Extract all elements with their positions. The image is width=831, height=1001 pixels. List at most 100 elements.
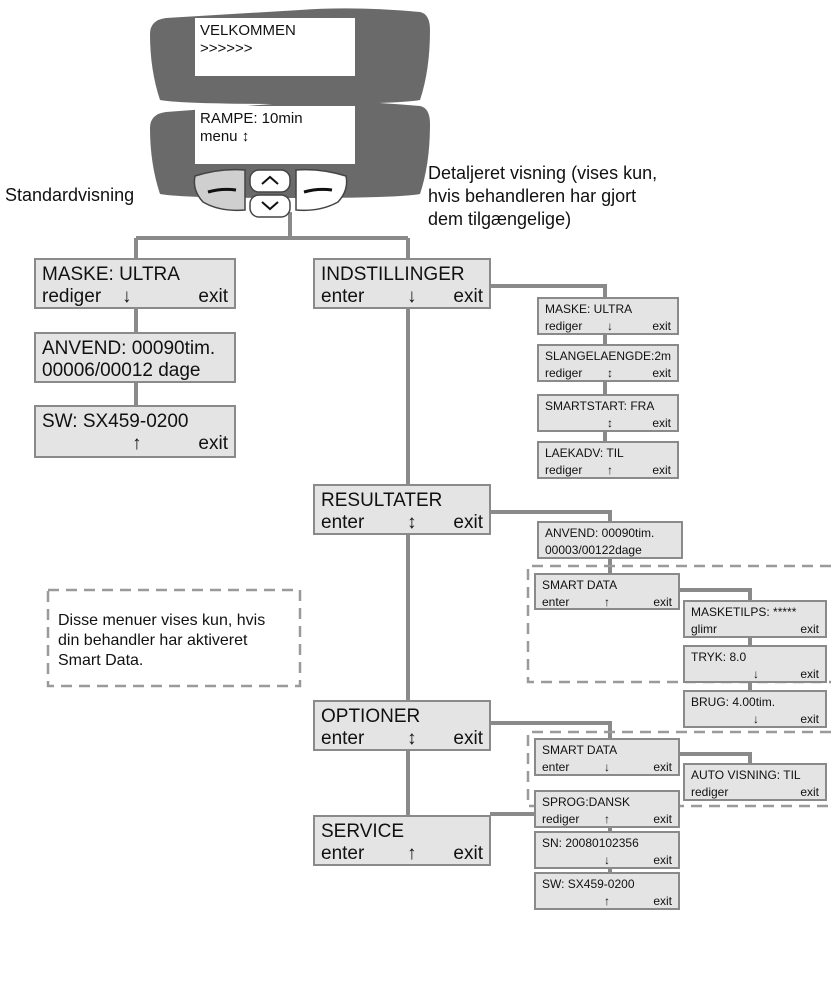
- menu-indstillinger-title: INDSTILLINGER: [321, 264, 465, 285]
- sub-res-anvend-title: ANVEND: 00090tim.: [545, 526, 655, 540]
- menu-optioner-arrow: ↕: [407, 728, 417, 749]
- sub-ind-maske[interactable]: MASKE: ULTRA rediger ↓ exit: [537, 297, 679, 335]
- sub-slange[interactable]: SLANGELAENGDE:2m rediger↕exit: [537, 344, 679, 382]
- display-velkommen-line2: >>>>>>: [200, 40, 253, 57]
- sub-smartstart[interactable]: SMARTSTART: FRA ↕ exit: [537, 394, 679, 432]
- menu-service-enter: enter: [321, 843, 365, 864]
- sub-tryk[interactable]: TRYK: 8.0 ↓exit: [683, 645, 827, 683]
- sub-sw-arrow: ↑: [604, 894, 610, 908]
- sub-slange-title: SLANGELAENGDE:2m: [545, 349, 672, 363]
- display-rampe-line2: menu ↕: [200, 128, 250, 145]
- menu-anvend-days: 00006/00012 dage: [42, 360, 201, 381]
- sub-laekadv-a: rediger: [545, 463, 583, 477]
- sub-tryk-title: TRYK: 8.0: [691, 650, 747, 664]
- sub-masketilps-a: glimr: [691, 622, 717, 636]
- sub-sprog[interactable]: SPROG:DANSK rediger ↑ exit: [534, 790, 680, 828]
- menu-indstillinger-arrow: ↓: [407, 286, 417, 307]
- sub-masketilps-title: MASKETILPS: *****: [691, 605, 797, 619]
- sub-brug-title: BRUG: 4.00tim.: [691, 695, 776, 709]
- sub-sprog-title: SPROG:DANSK: [542, 795, 631, 809]
- display-velkommen-line1: VELKOMMEN: [200, 22, 296, 39]
- menu-maske[interactable]: MASKE: ULTRA rediger↓exit: [34, 258, 236, 309]
- note-line2: din behandler har aktiveret: [58, 632, 248, 649]
- menu-resultater[interactable]: RESULTATER enter ↕ exit: [313, 484, 491, 535]
- menu-service-title: SERVICE: [321, 821, 405, 842]
- menu-indstillinger-enter: enter: [321, 286, 365, 307]
- sub-masketilps[interactable]: MASKETILPS: ***** glimr exit: [683, 600, 827, 638]
- sub-sprog-a: rediger: [542, 812, 580, 826]
- sub-sw-exit: exit: [653, 894, 672, 908]
- sub-smartstart-title: SMARTSTART: FRA: [545, 399, 655, 413]
- smart-region-results: [526, 564, 831, 684]
- standard-view-label: Standardvisning: [5, 185, 135, 205]
- menu-sw-title: SW: SX459-0200: [42, 411, 189, 432]
- note-line3: Smart Data.: [58, 652, 144, 669]
- sub-masketilps-exit: exit: [800, 622, 819, 636]
- sub-sn[interactable]: SN: 20080102356 ↓exit: [534, 831, 680, 869]
- menu-resultater-exit: exit: [453, 512, 483, 533]
- sub-res-smart-title: SMART DATA: [542, 578, 618, 592]
- smart-data-note: Disse menuer vises kun, hvis din behandl…: [58, 611, 265, 671]
- display-velkommen: [150, 8, 430, 104]
- sub-brug-arrow: ↓: [753, 712, 759, 726]
- sub-brug-exit: exit: [800, 712, 819, 726]
- sub-brug[interactable]: BRUG: 4.00tim. ↓ exit: [683, 690, 827, 728]
- sub-sw[interactable]: SW: SX459-0200 ↑ exit: [534, 872, 680, 910]
- menu-resultater-title: RESULTATER: [321, 490, 443, 511]
- menu-maske-exit: exit: [198, 286, 228, 307]
- display-rampe-text: RAMPE: 10min menu ↕: [200, 110, 303, 146]
- detailed-view-line2: hvis behandleren har gjort: [428, 186, 637, 206]
- sub-laekadv-exit: exit: [652, 463, 671, 477]
- sub-opt-smart-arrow: ↓: [604, 760, 610, 774]
- sub-smartstart-exit: exit: [652, 416, 671, 430]
- display-rampe-line1: RAMPE: 10min: [200, 110, 303, 127]
- menu-optioner[interactable]: OPTIONER enter↕exit: [313, 700, 491, 751]
- sub-laekadv-title: LAEKADV: TIL: [545, 446, 624, 460]
- sub-ind-maske-a: rediger: [545, 319, 583, 333]
- menu-optioner-exit: exit: [453, 728, 483, 749]
- sub-sprog-exit: exit: [653, 812, 672, 826]
- menu-optioner-title: OPTIONER: [321, 706, 421, 727]
- menu-resultater-arrow: ↕: [407, 512, 417, 533]
- sub-ind-maske-exit: exit: [652, 319, 671, 333]
- sub-smartstart-arrow: ↕: [607, 416, 613, 430]
- sub-sn-arrow: ↓: [604, 853, 610, 867]
- menu-maske-a: rediger: [42, 286, 102, 307]
- sub-opt-smart-data[interactable]: SMART DATA enter↓exit: [534, 738, 680, 776]
- detailed-view-label: Detaljeret visning (vises kun, hvis beha…: [428, 162, 657, 231]
- menu-sw[interactable]: SW: SX459-0200 ↑exit: [34, 405, 236, 458]
- menu-maske-arrow: ↓: [122, 286, 132, 307]
- note-line1: Disse menuer vises kun, hvis: [58, 612, 266, 629]
- sub-sw-title: SW: SX459-0200: [542, 877, 635, 891]
- detailed-view-line3: dem tilgængelige): [428, 209, 572, 229]
- menu-service[interactable]: SERVICE enter↑exit: [313, 815, 491, 866]
- sub-auto-title: AUTO VISNING: TIL: [691, 768, 801, 782]
- display-velkommen-text: VELKOMMEN >>>>>>: [200, 22, 296, 58]
- sub-laekadv-arrow: ↑: [607, 463, 613, 477]
- keypad: [193, 168, 348, 218]
- menu-anvend[interactable]: ANVEND: 00090tim. 00006/00012 dage: [34, 332, 236, 383]
- menu-indstillinger[interactable]: INDSTILLINGER enter ↓ exit: [313, 258, 491, 309]
- sub-res-anvend[interactable]: ANVEND: 00090tim. 00003/00122dage: [537, 521, 683, 559]
- sub-sn-exit: exit: [653, 853, 672, 867]
- sub-opt-smart-exit: exit: [653, 760, 672, 774]
- menu-anvend-title: ANVEND: 00090tim.: [42, 338, 216, 359]
- sub-sprog-arrow: ↑: [604, 812, 610, 826]
- sub-laekadv[interactable]: LAEKADV: TIL rediger ↑ exit: [537, 441, 679, 479]
- sub-res-smart-data[interactable]: SMART DATA enter↑exit: [534, 573, 680, 610]
- sub-slange-a: rediger: [545, 366, 583, 380]
- note-frame: [46, 588, 302, 688]
- menu-indstillinger-exit: exit: [453, 286, 483, 307]
- sub-opt-smart-title: SMART DATA: [542, 743, 618, 757]
- sub-res-anvend-days: 00003/00122dage: [545, 543, 642, 557]
- menu-sw-arrow: ↑: [132, 433, 142, 454]
- sub-ind-maske-title: MASKE: ULTRA: [545, 302, 633, 316]
- sub-ind-maske-arrow: ↓: [607, 319, 613, 333]
- sub-res-smart-arrow: ↑: [604, 595, 610, 609]
- detailed-view-line1: Detaljeret visning (vises kun,: [428, 163, 658, 183]
- menu-resultater-enter: enter: [321, 512, 365, 533]
- sub-auto-a: rediger: [691, 785, 729, 799]
